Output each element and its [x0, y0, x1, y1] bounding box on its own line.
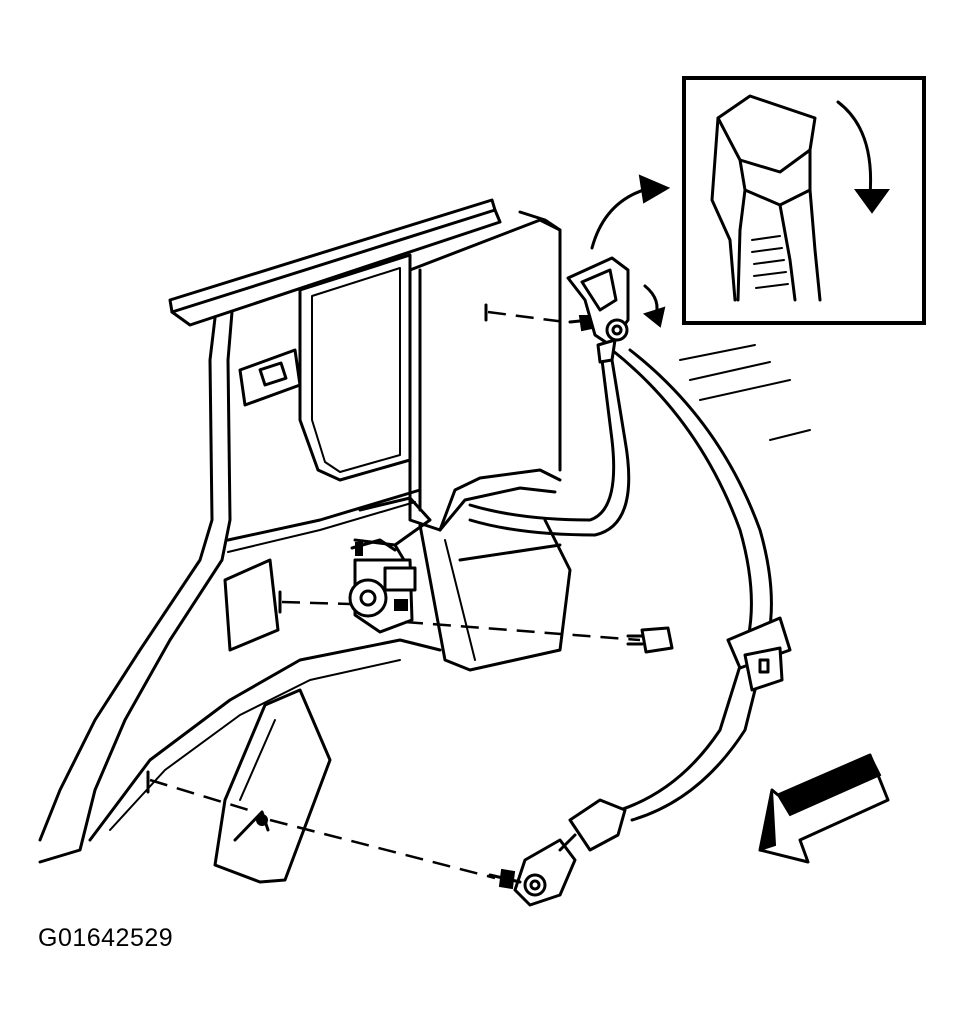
- d-ring-anchor: [566, 256, 630, 364]
- forward-direction-arrow-icon: [758, 753, 890, 864]
- retractor: [348, 496, 432, 634]
- lower-anchor: [488, 798, 627, 907]
- detail-inset: [682, 76, 926, 325]
- quarter-trim-panel: [38, 198, 502, 884]
- motion-lines: [679, 344, 811, 441]
- rotation-arrow-icon: [590, 174, 671, 328]
- figure-id-label: G01642529: [38, 924, 174, 952]
- retractor-bolt: [626, 626, 674, 654]
- belt-webbing: [468, 348, 792, 822]
- pillar-trim: [408, 210, 572, 672]
- installation-guide-lines: [146, 303, 641, 880]
